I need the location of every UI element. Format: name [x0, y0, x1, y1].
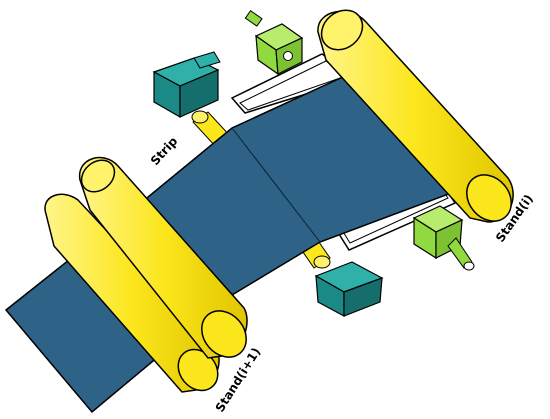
drive-motor-lower	[412, 205, 475, 271]
roll-stand-i	[317, 9, 514, 223]
drive-motor-upper	[244, 10, 304, 76]
tension-sensor-upper	[152, 51, 221, 119]
strip-label: Strip	[148, 134, 181, 168]
guide-rail-upper	[230, 53, 360, 114]
tension-sensor-lower	[314, 261, 384, 318]
roll-stand-i1-front	[79, 156, 248, 359]
